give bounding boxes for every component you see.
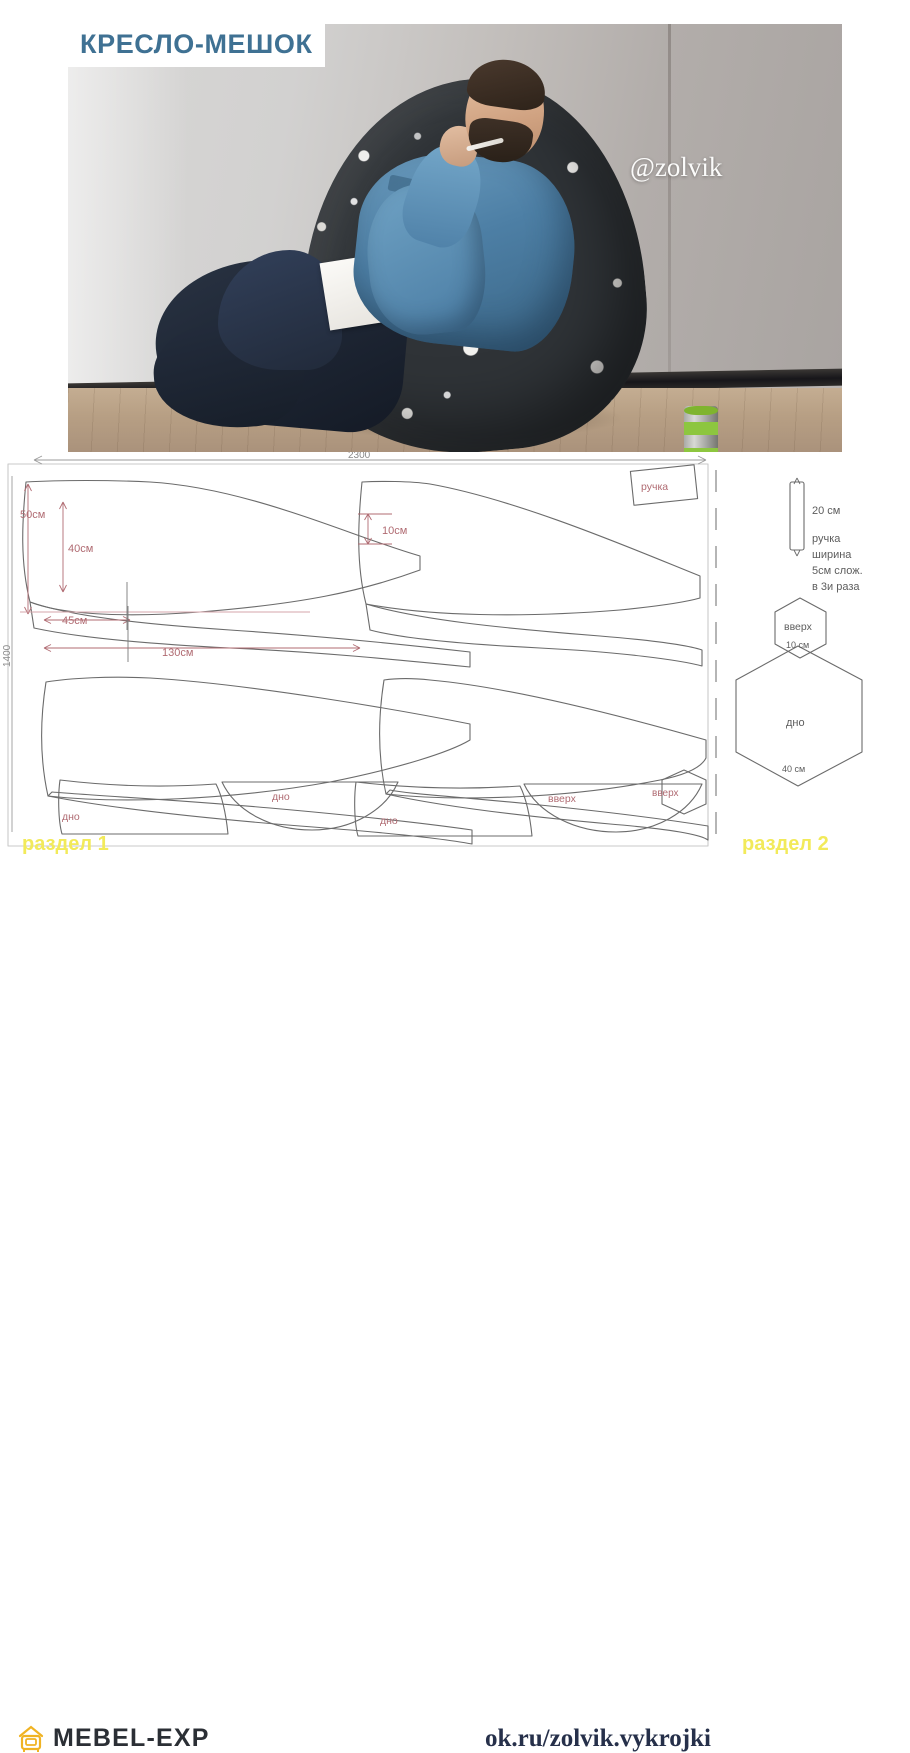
dim-label-45: 45см — [62, 615, 87, 627]
piece-bottom-2 — [221, 781, 399, 831]
label-bottom-1: дно — [62, 811, 80, 823]
pattern-diagram: 50см 40см 45см 130см 10см ручка дно дно … — [0, 452, 910, 852]
piece-top-hex-inline — [661, 769, 707, 815]
wall-corner-line — [668, 24, 671, 386]
page-root: КРЕСЛО-МЕШОК @zolvik — [0, 0, 910, 911]
dim-label-overall-width: 2300 — [348, 452, 371, 461]
label-handle-note-3: 5см слож. — [812, 565, 863, 577]
piece-bottom-hex-large — [735, 645, 863, 787]
page-title-banner: КРЕСЛО-МЕШОК — [68, 24, 325, 67]
thermos-cup-band-upper — [684, 422, 718, 435]
label-handle-note-2: ширина — [812, 549, 852, 561]
piece-bottom-4 — [523, 783, 703, 833]
piece-top-hex-small — [774, 597, 827, 659]
dimension-lines-left — [20, 483, 361, 662]
panel-side-4a — [379, 677, 707, 799]
section-1-label: раздел 1 — [22, 833, 109, 855]
piece-bottom-3 — [354, 781, 533, 837]
label-hex-small: вверх — [784, 621, 813, 633]
brand-logo-text: MEBEL-EXP — [53, 1723, 210, 1752]
footer-url[interactable]: ok.ru/zolvik.vykrojki — [485, 1725, 711, 1752]
dim-label-40: 40см — [68, 543, 93, 555]
diagram-frame — [7, 463, 709, 847]
thermos-cup-band-lower — [684, 448, 718, 452]
dimension-lines-10cm — [358, 513, 392, 545]
page-title: КРЕСЛО-МЕШОК — [80, 29, 313, 59]
label-hex-small-size: 10 см — [786, 640, 809, 650]
label-handle-note-1: ручка — [812, 533, 841, 545]
label-bottom-2: дно — [272, 791, 290, 803]
panel-side-2a — [358, 480, 701, 616]
panel-side-1b — [29, 601, 471, 668]
label-hex-large: дно — [786, 717, 805, 729]
piece-handle — [629, 464, 699, 506]
label-handle-note-4: в 3и раза — [812, 581, 860, 593]
dim-label-overall-height: 1400 — [2, 644, 13, 667]
dim-label-10: 10см — [382, 525, 407, 537]
thermos-cup-rim — [684, 406, 718, 415]
hero-photo — [68, 24, 842, 452]
section-2-label: раздел 2 — [742, 833, 829, 855]
label-hex-large-size: 40 см — [782, 764, 805, 774]
piece-bottom-1 — [58, 779, 229, 835]
dim-label-50: 50см — [20, 509, 45, 521]
pattern-diagram-svg: 50см 40см 45см 130см 10см ручка дно дно … — [2, 452, 863, 847]
dim-label-130: 130см — [162, 647, 193, 659]
house-sofa-icon — [18, 1725, 44, 1752]
label-top-hex-inline: вверх — [652, 788, 679, 799]
label-bottom-4: вверх — [548, 793, 577, 805]
piece-handle-strip — [789, 481, 805, 551]
photo-watermark: @zolvik — [630, 152, 723, 182]
brand-logo[interactable]: MEBEL-EXP — [16, 1723, 210, 1753]
label-handle-length: 20 см — [812, 505, 840, 517]
panel-side-3b — [47, 791, 473, 845]
panel-side-4b — [385, 789, 709, 841]
handle-strip-arrows — [793, 477, 801, 557]
label-bottom-3: дно — [380, 815, 398, 827]
dimension-overall-width — [33, 455, 707, 465]
panel-side-2b — [365, 603, 703, 667]
footer-bar: MEBEL-EXP ok.ru/zolvik.vykrojki — [0, 855, 910, 1752]
label-handle-piece: ручка — [641, 481, 668, 493]
